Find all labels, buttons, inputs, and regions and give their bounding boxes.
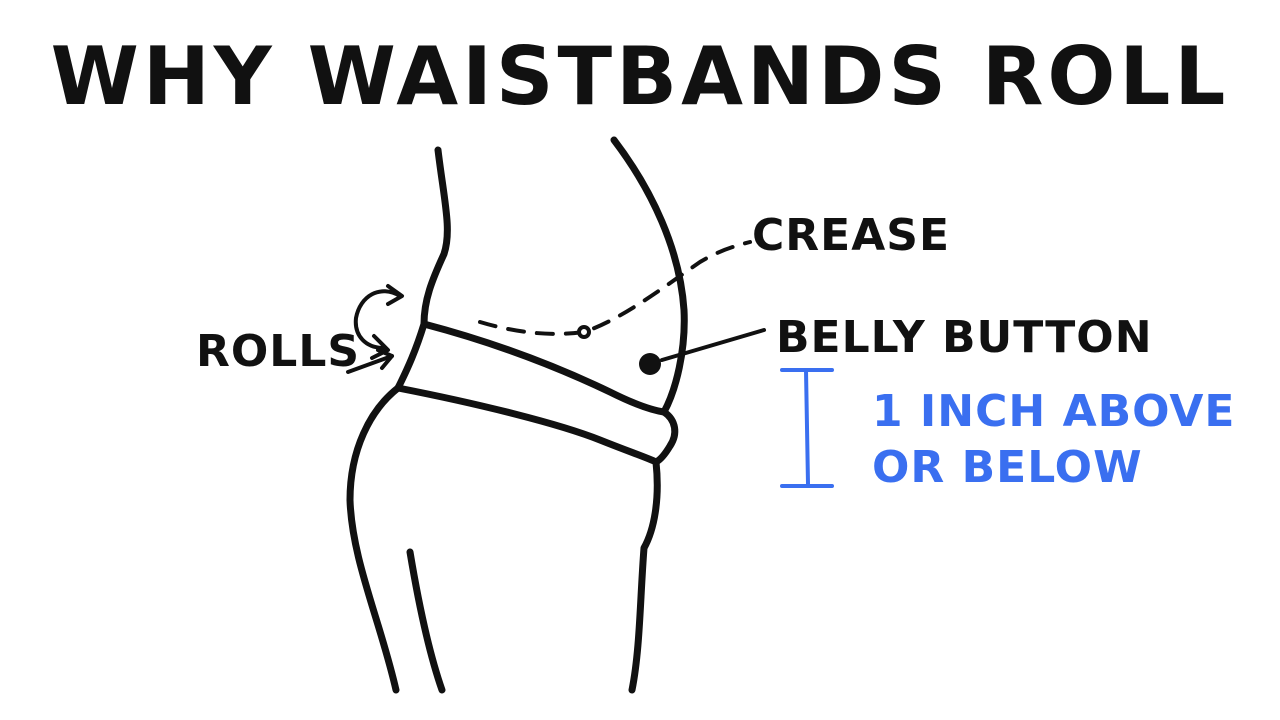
measure-label-line1: 1 INCH ABOVE — [872, 386, 1235, 437]
belly-front-line — [610, 136, 688, 416]
back-upper-line — [420, 146, 451, 328]
roll-pointer-arrowhead — [376, 348, 394, 370]
measure-vertical — [804, 368, 810, 486]
roll-curve-arrow — [353, 289, 402, 350]
waistband-bottom-edge — [394, 384, 660, 466]
roll-arrowhead-bottom — [370, 334, 390, 360]
crease-marker-dot — [577, 325, 591, 339]
rolls-label: ROLLS — [196, 326, 360, 377]
crease-line-group — [478, 240, 752, 339]
roll-arrowhead-top — [386, 284, 404, 306]
waistband-top-edge — [420, 320, 668, 416]
hip-curve — [346, 384, 402, 694]
belly-button-label: BELLY BUTTON — [776, 312, 1153, 363]
belly-button-dot — [639, 353, 661, 375]
waistband-back-edge — [394, 320, 428, 392]
roll-arrows — [346, 284, 404, 374]
roll-pointer-arrow — [346, 354, 394, 374]
crease-dashed-line — [478, 240, 752, 336]
belly-button-group — [639, 328, 766, 375]
body-outline — [346, 136, 688, 694]
waistband-front-edge — [652, 408, 679, 466]
belly-button-leader — [660, 328, 766, 362]
inner-leg-line — [406, 548, 446, 694]
front-thigh-line — [628, 458, 661, 694]
measure-label-line2: OR BELOW — [872, 442, 1143, 493]
diagram-title: WHY WAISTBANDS ROLL — [51, 30, 1230, 123]
measurement-bracket — [780, 368, 834, 488]
crease-label: CREASE — [752, 210, 950, 261]
